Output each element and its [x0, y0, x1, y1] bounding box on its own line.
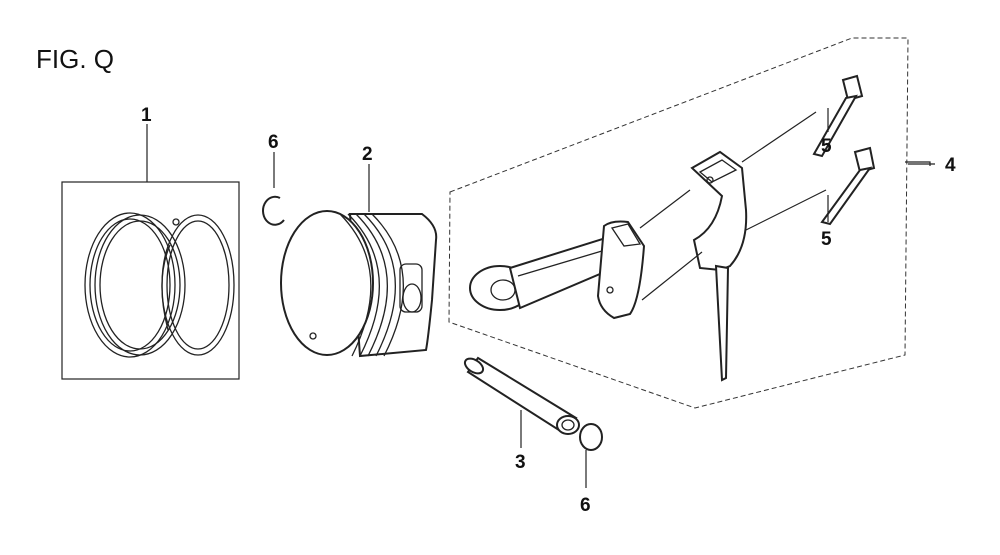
leader-4: [905, 161, 931, 166]
piston[interactable]: [280, 210, 438, 358]
callout-5-upper: 5: [821, 136, 832, 157]
callout-6-upper: 6: [268, 132, 279, 153]
figure-title: FIG. Q: [36, 44, 114, 74]
callout-6-lower: 6: [580, 495, 591, 516]
callout-5-lower: 5: [821, 229, 832, 250]
callout-3: 3: [515, 452, 526, 473]
piston-pin-clip-upper[interactable]: [262, 195, 285, 226]
callout-1: 1: [141, 105, 152, 126]
connecting-rod-assembly[interactable]: [448, 37, 909, 409]
ring-set-box: [61, 181, 240, 380]
piston-pin-clip-lower[interactable]: [579, 423, 603, 451]
callout-4: 4: [945, 155, 956, 176]
piston-pin[interactable]: [462, 356, 580, 435]
piston-ring-set[interactable]: [61, 181, 240, 380]
callout-2: 2: [362, 144, 373, 165]
assembly-boundary: [448, 37, 909, 409]
